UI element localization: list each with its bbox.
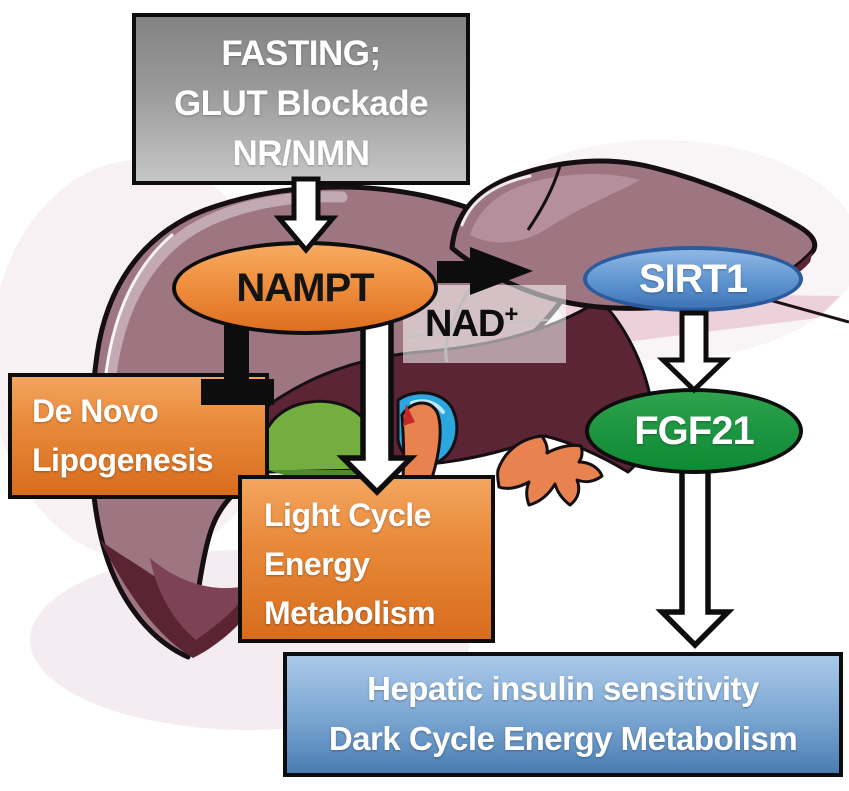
stimulus-box: FASTING; GLUT Blockade NR/NMN — [132, 13, 470, 185]
nampt-ellipse: NAMPT — [172, 241, 438, 335]
fgf21-label: FGF21 — [634, 408, 754, 453]
light-cycle-line: Energy — [264, 546, 370, 582]
sirt1-ellipse: SIRT1 — [583, 246, 803, 312]
outcome-line: Dark Cycle Energy Metabolism — [328, 720, 798, 757]
outcome-box: Hepatic insulin sensitivity Dark Cycle E… — [283, 652, 843, 777]
liver-highlight — [460, 174, 532, 227]
de-novo-line: Lipogenesis — [32, 442, 214, 478]
nad-superscript: + — [504, 301, 518, 328]
stimulus-line: NR/NMN — [232, 134, 370, 173]
liver-outline-detail — [526, 165, 562, 231]
de-novo-line: De Novo — [32, 393, 159, 429]
outcome-line: Hepatic insulin sensitivity — [367, 670, 759, 707]
stimulus-line: FASTING; — [221, 34, 381, 73]
nampt-label: NAMPT — [236, 265, 374, 310]
nad-label: NAD — [425, 303, 505, 345]
nad-plus-overlay: NAD+ — [403, 285, 566, 363]
hepatic-artery-branch — [496, 434, 604, 507]
light-cycle-line: Light Cycle — [264, 497, 431, 533]
liver-lobe-inner — [150, 558, 252, 640]
light-cycle-box: Light Cycle Energy Metabolism — [238, 475, 495, 643]
stimulus-line: GLUT Blockade — [173, 84, 429, 123]
sirt1-label: SIRT1 — [638, 256, 748, 301]
liver-highlight — [470, 174, 640, 243]
de-novo-lipogenesis-box: De Novo Lipogenesis — [8, 373, 269, 499]
fgf21-ellipse: FGF21 — [585, 388, 803, 474]
light-cycle-line: Metabolism — [264, 595, 436, 631]
